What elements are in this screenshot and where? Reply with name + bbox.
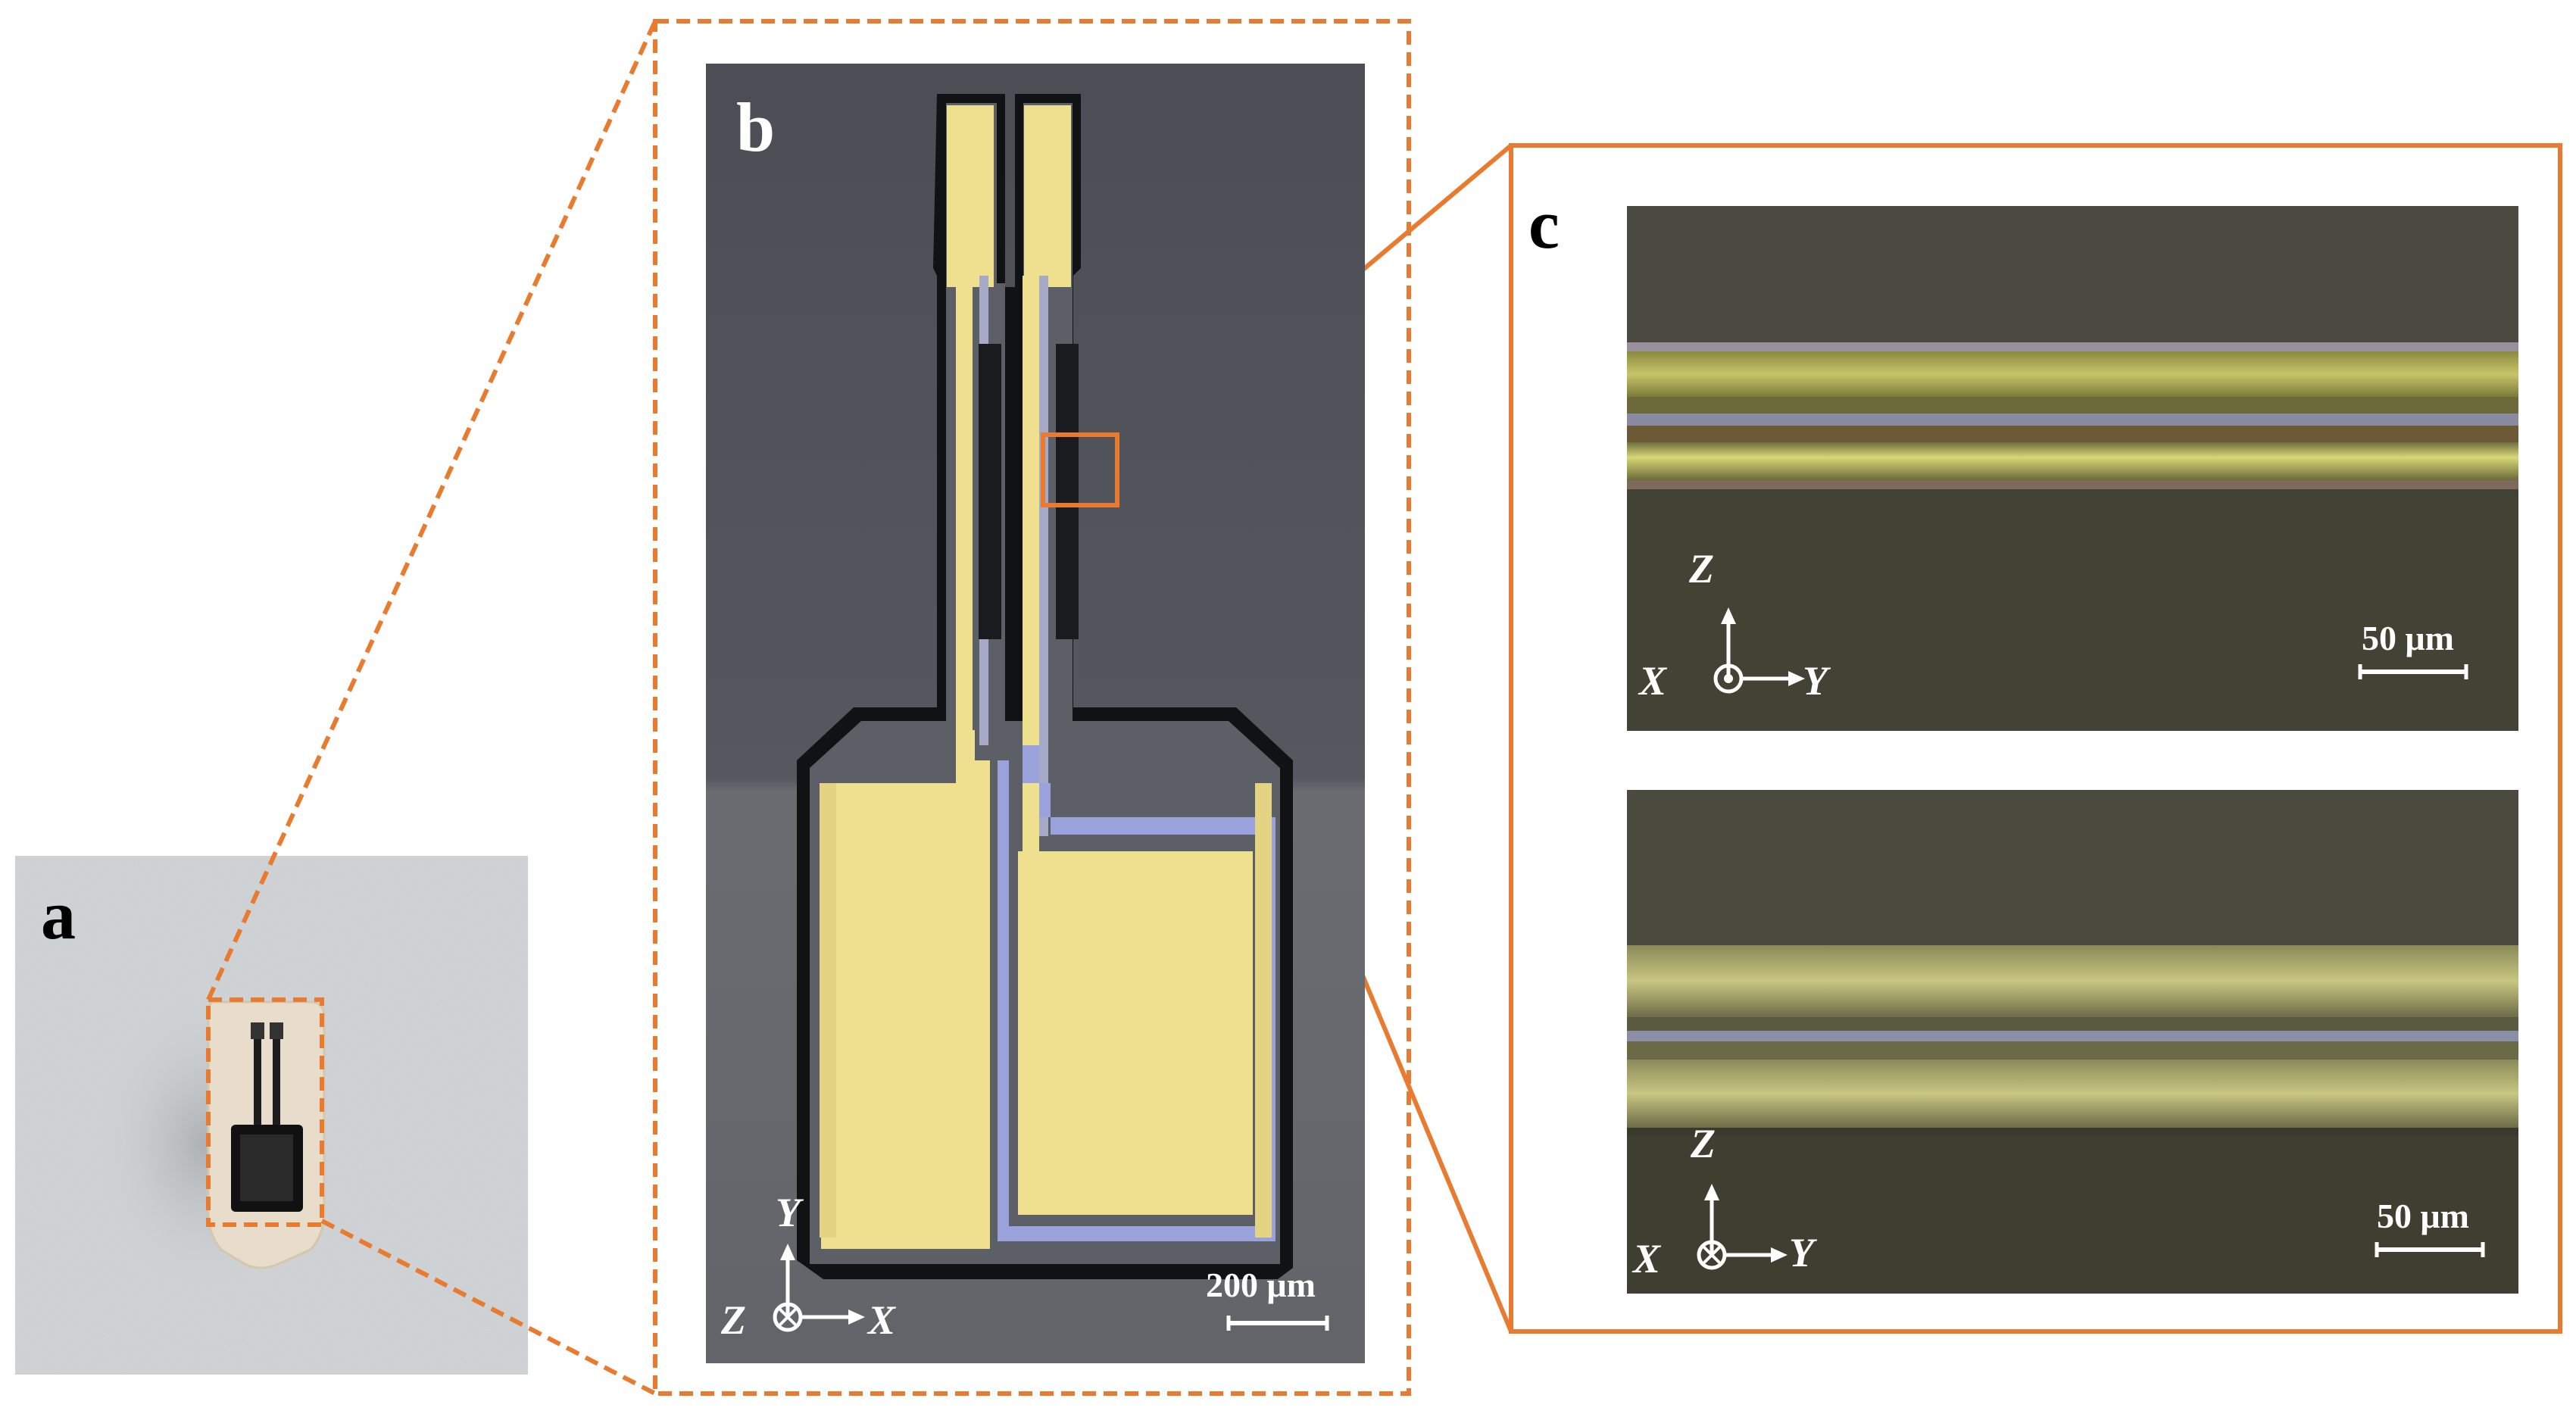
panel-c-top-scale-label: 50 μm (2362, 619, 2454, 657)
panel-c-top-micrograph (1627, 206, 2518, 731)
panel-c-bottom-axis-y: Y (1789, 1230, 1814, 1275)
panel-a-label: a (41, 876, 76, 954)
panel-b-axis-x: X (868, 1297, 896, 1343)
panel-a-photo (15, 856, 528, 1375)
panel-b-micrograph (706, 64, 1365, 1363)
panel-b-axis-y: Y (776, 1190, 801, 1235)
panel-c-bottom-axis-z: Z (1691, 1121, 1716, 1166)
panel-c-bottom-micrograph (1627, 790, 2518, 1294)
panel-c-top-axis-z: Z (1689, 546, 1714, 592)
panel-b-scale-bar (1226, 1316, 1329, 1331)
panel-c-top-scale-bar (2358, 664, 2468, 679)
panel-b-label: b (736, 89, 776, 166)
panel-c-bottom: Z X Y 50 μm (1627, 790, 2518, 1294)
panel-c-bottom-axis-x: X (1633, 1236, 1661, 1281)
panel-c-bottom-axis-indicator (1697, 1184, 1788, 1270)
panel-b-scale-label: 200 μm (1206, 1266, 1316, 1304)
panel-c-bottom-scale-label: 50 μm (2377, 1197, 2469, 1235)
panel-c-bottom-scale-bar (2375, 1242, 2485, 1257)
panel-b-axis-z: Z (721, 1297, 746, 1343)
panel-b-axis-indicator (773, 1244, 865, 1332)
panel-a: a (15, 856, 528, 1375)
panel-c-top: Z X Y 50 μm (1627, 206, 2518, 731)
panel-c-top-axis-indicator (1713, 607, 1805, 694)
panel-c-top-axis-x: X (1639, 658, 1667, 704)
panel-b: b Y Z X 200 μm (706, 64, 1365, 1363)
panel-c-top-axis-y: Y (1803, 658, 1828, 704)
panel-c-label: c (1528, 186, 1560, 263)
